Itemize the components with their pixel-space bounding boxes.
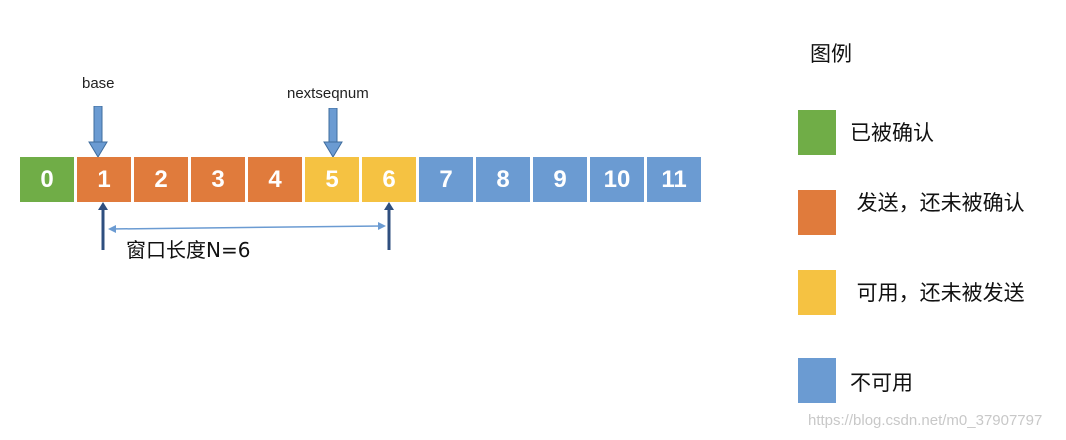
legend-title: 图例 xyxy=(810,42,852,66)
seq-cell: 3 xyxy=(191,157,245,202)
seq-cell: 11 xyxy=(647,157,701,202)
legend-swatch-usable xyxy=(798,270,836,315)
legend-swatch-acked xyxy=(798,110,836,155)
nextseqnum-down-arrow-icon xyxy=(323,108,343,158)
window-range-indicator xyxy=(98,202,394,250)
seq-cell: 2 xyxy=(134,157,188,202)
seq-cell: 9 xyxy=(533,157,587,202)
legend-label-usable: 可用，还未被发送 xyxy=(850,281,1025,305)
legend-label-acked: 已被确认 xyxy=(850,121,934,145)
legend-label-sent: 发送，还未被确认 xyxy=(850,191,1025,215)
seq-cell: 0 xyxy=(20,157,74,202)
legend-label-unusable: 不可用 xyxy=(850,371,913,395)
base-label: base xyxy=(82,75,115,92)
legend-swatch-unusable xyxy=(798,358,836,403)
seq-cell: 5 xyxy=(305,157,359,202)
seq-cell: 8 xyxy=(476,157,530,202)
seq-cell: 7 xyxy=(419,157,473,202)
seq-cell: 1 xyxy=(77,157,131,202)
base-down-arrow-icon xyxy=(88,106,108,158)
legend-swatch-sent xyxy=(798,190,836,235)
window-end-up-arrow-icon xyxy=(384,202,394,250)
nextseqnum-label: nextseqnum xyxy=(287,85,369,102)
watermark: https://blog.csdn.net/m0_37907797 xyxy=(808,412,1043,429)
seq-cell: 6 xyxy=(362,157,416,202)
window-size-label: 窗口长度N=6 xyxy=(126,238,251,262)
window-span-double-arrow-icon xyxy=(108,222,386,233)
seq-cell: 4 xyxy=(248,157,302,202)
seq-cell: 10 xyxy=(590,157,644,202)
window-start-up-arrow-icon xyxy=(98,202,108,250)
